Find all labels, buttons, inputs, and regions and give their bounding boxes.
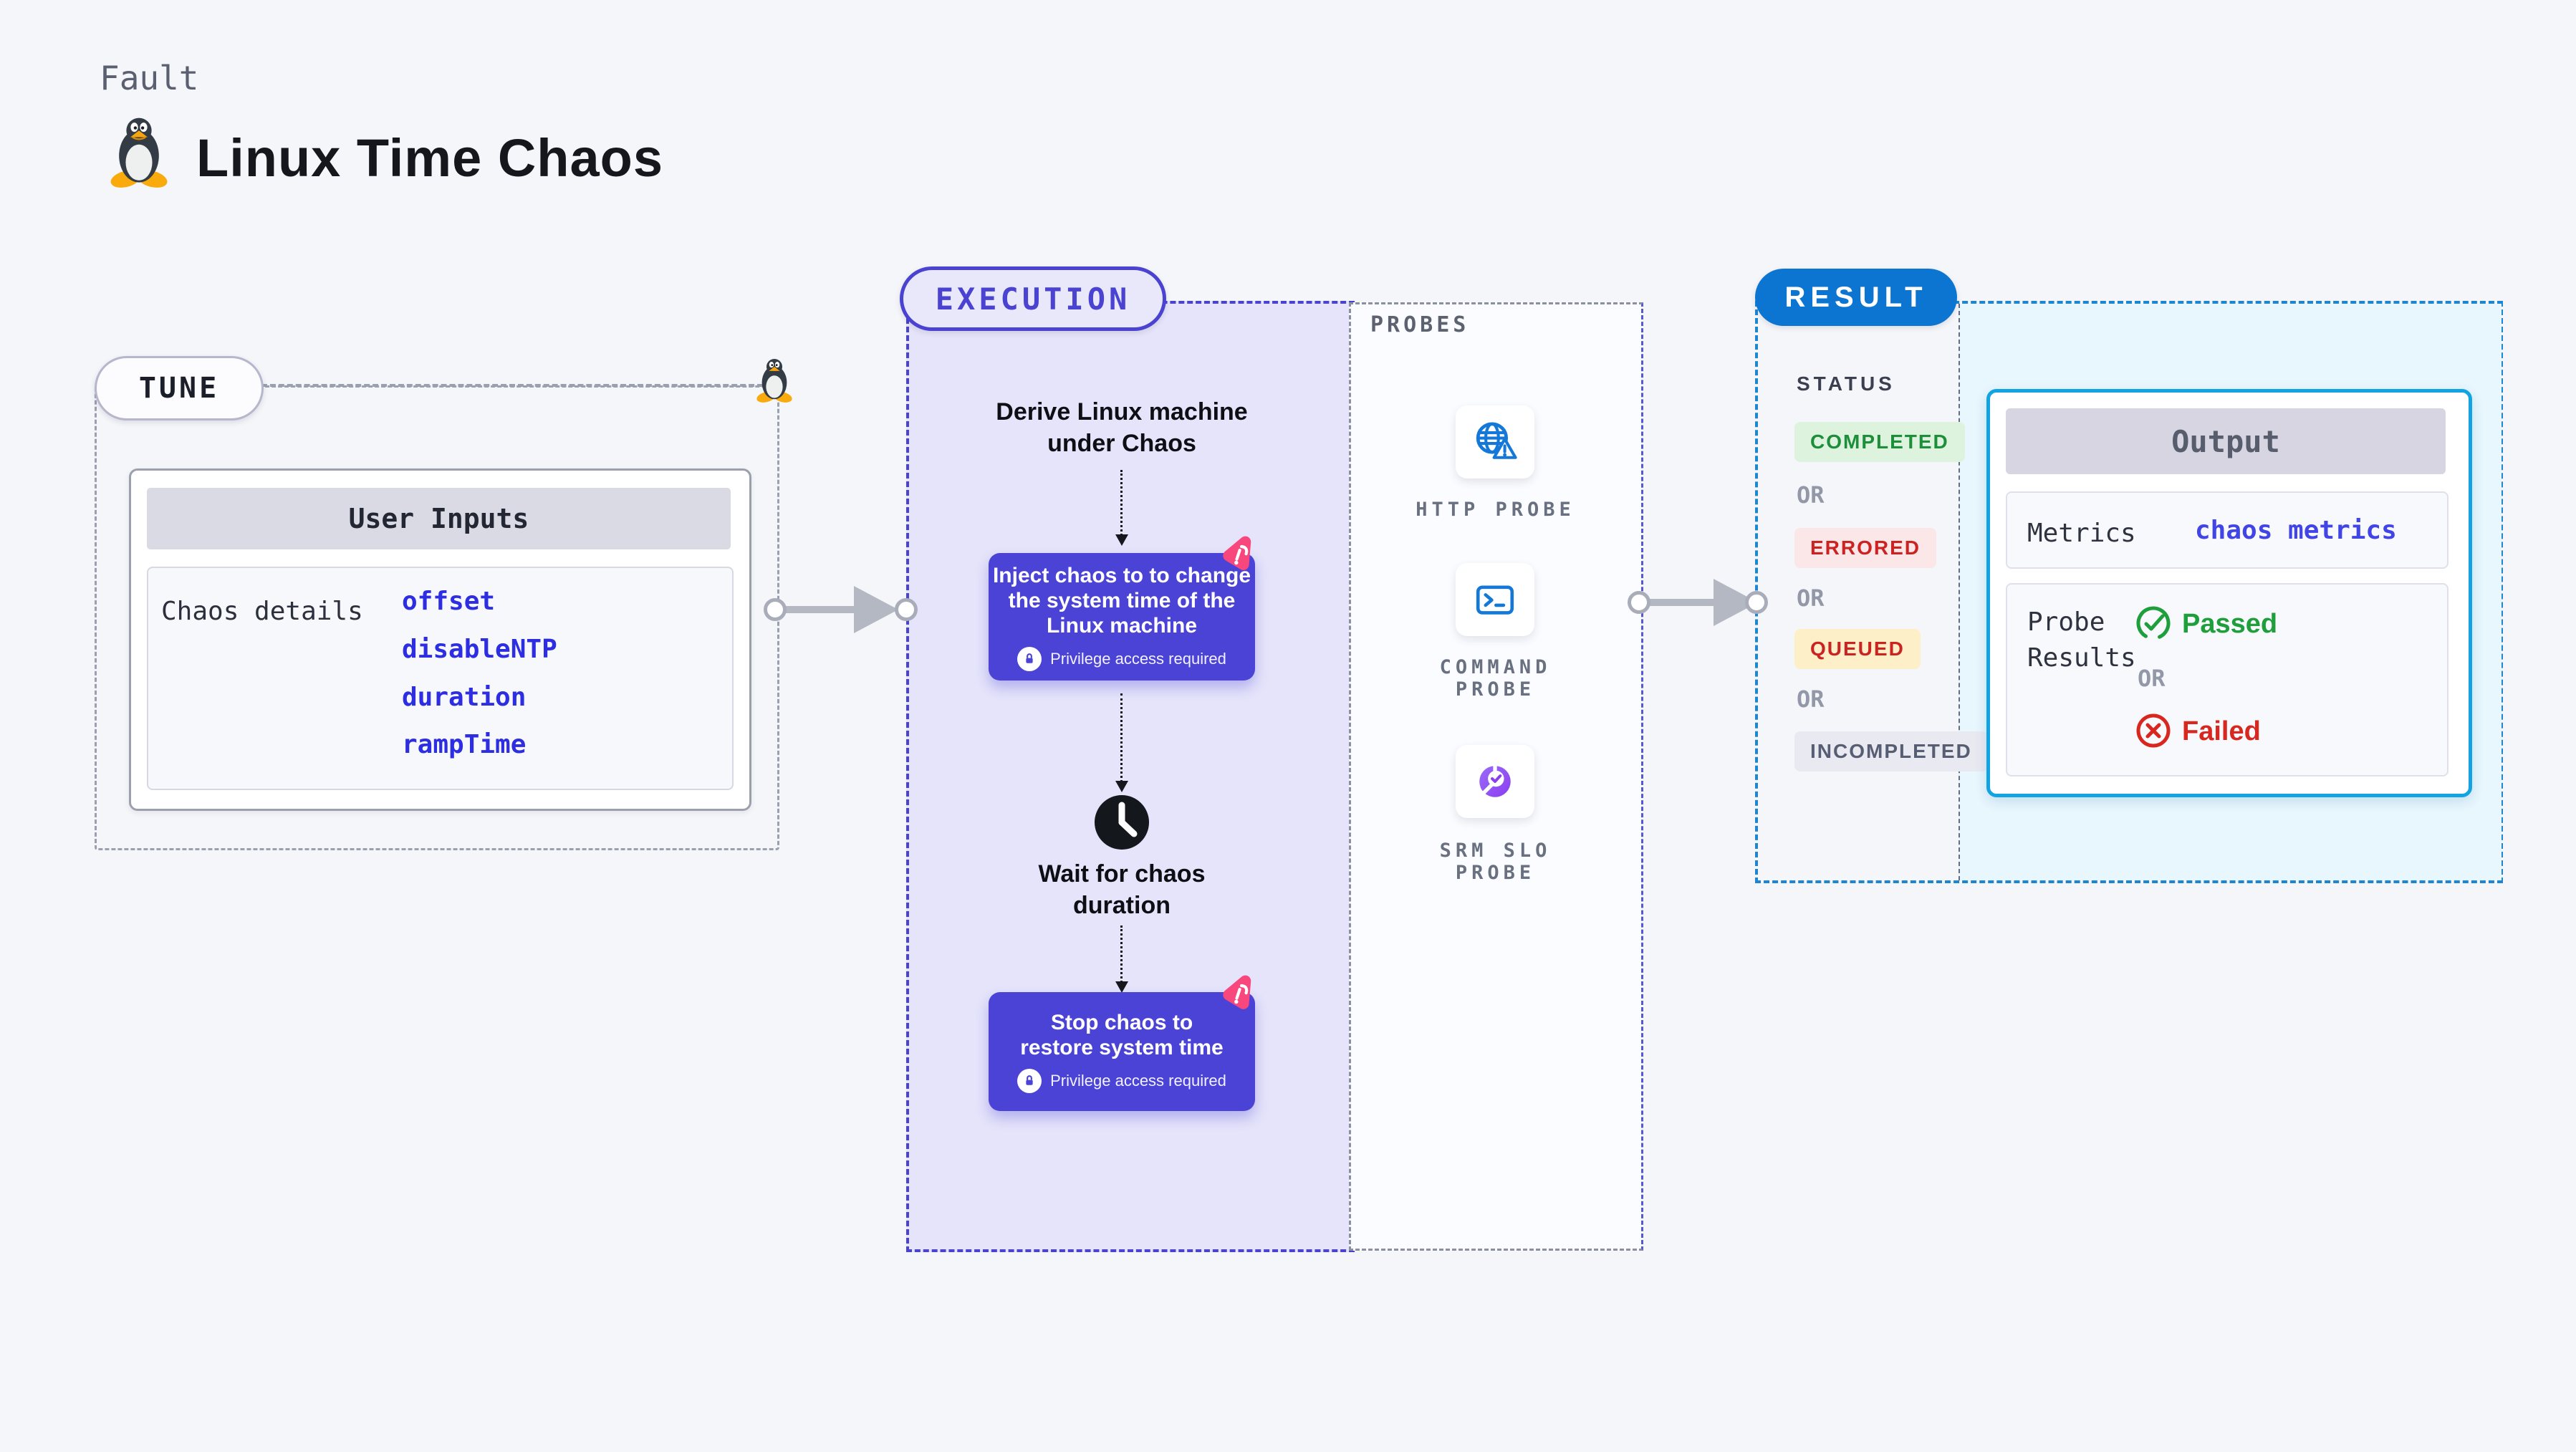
metrics-value: chaos metrics bbox=[2195, 516, 2397, 545]
arrow-tune-end-dot bbox=[895, 598, 918, 621]
srm-slo-probe-card bbox=[1456, 745, 1534, 818]
tune-pill-label: TUNE bbox=[138, 372, 220, 405]
flow-arrow-3 bbox=[1120, 925, 1123, 983]
fault-kicker: Fault bbox=[100, 59, 199, 97]
probe-results-label: Probe Results bbox=[2027, 607, 2136, 673]
status-title: STATUS bbox=[1797, 372, 1895, 395]
user-inputs-body bbox=[147, 567, 734, 790]
or-label-3: OR bbox=[1797, 686, 1825, 713]
or-label-1: OR bbox=[1797, 481, 1825, 509]
probes-title: PROBES bbox=[1370, 312, 1470, 337]
chaos-experiment-badge-icon bbox=[1223, 536, 1251, 570]
arrow-tune-execution-head bbox=[854, 586, 898, 633]
wait-step-text: Wait for chaos duration bbox=[1038, 860, 1206, 919]
srm-slo-probe-label: SRM SLO PROBE bbox=[1439, 840, 1552, 884]
slo-pie-check-icon bbox=[1479, 763, 1511, 797]
execution-pill-label: EXECUTION bbox=[935, 281, 1131, 317]
user-inputs-header: User Inputs bbox=[147, 488, 731, 549]
execution-pill: EXECUTION bbox=[900, 266, 1166, 331]
terminal-icon bbox=[1476, 585, 1514, 615]
failed-label: Failed bbox=[2182, 716, 2261, 746]
arrow-tune-start-dot bbox=[764, 598, 787, 621]
status-badge-queued: QUEUED bbox=[1794, 629, 1921, 669]
or-label-output: OR bbox=[2138, 665, 2166, 692]
param-disablentp: disableNTP bbox=[402, 635, 557, 664]
arrow-probes-result-line bbox=[1646, 599, 1721, 606]
http-probe-label: HTTP PROBE bbox=[1416, 499, 1575, 521]
stop-chaos-step: Stop chaos to restore system time Privil… bbox=[989, 992, 1255, 1111]
passed-check-icon bbox=[2136, 606, 2171, 640]
clock-icon bbox=[1095, 795, 1149, 850]
status-badge-completed: COMPLETED bbox=[1794, 422, 1965, 462]
tux-penguin-small-icon bbox=[756, 359, 792, 403]
http-probe-card bbox=[1456, 405, 1534, 479]
output-title: Output bbox=[2171, 423, 2280, 459]
derive-step-text: Derive Linux machine under Chaos bbox=[996, 398, 1248, 457]
flow-arrow-1-head bbox=[1115, 534, 1128, 546]
tune-connector-line bbox=[261, 384, 763, 387]
tux-penguin-icon bbox=[110, 117, 168, 188]
flow-arrow-2-head bbox=[1115, 781, 1128, 792]
failed-x-icon bbox=[2136, 713, 2171, 748]
passed-label: Passed bbox=[2182, 609, 2278, 639]
privilege-row: Privilege access required bbox=[1017, 646, 1226, 671]
or-label-2: OR bbox=[1797, 585, 1825, 612]
chaos-details-label: Chaos details bbox=[161, 597, 363, 626]
globe-warning-icon bbox=[1476, 422, 1517, 459]
probe-results-row: Probe Results Passed OR Failed bbox=[2006, 583, 2448, 777]
command-probe-label: COMMAND PROBE bbox=[1439, 656, 1552, 701]
metrics-label: Metrics bbox=[2027, 519, 2136, 548]
chaos-experiment-badge-icon-2 bbox=[1223, 975, 1251, 1009]
privilege-label-2: Privilege access required bbox=[1050, 1072, 1226, 1090]
inject-chaos-step: Inject chaos to to change the system tim… bbox=[989, 553, 1255, 681]
user-inputs-title: User Inputs bbox=[348, 503, 529, 534]
page-title: Linux Time Chaos bbox=[196, 128, 663, 188]
command-probe-card bbox=[1456, 563, 1534, 636]
privilege-label: Privilege access required bbox=[1050, 649, 1226, 668]
flow-arrow-2 bbox=[1120, 693, 1123, 782]
arrow-tune-execution-line bbox=[781, 606, 861, 613]
param-ramptime: rampTime bbox=[402, 730, 527, 759]
privilege-row-2: Privilege access required bbox=[1017, 1069, 1226, 1093]
result-pill-label: RESULT bbox=[1784, 281, 1928, 313]
flow-arrow-3-head bbox=[1115, 981, 1128, 993]
output-header: Output bbox=[2006, 408, 2446, 474]
output-card: Output Metrics chaos metrics Probe Resul… bbox=[1986, 389, 2472, 797]
arrow-result-start-dot bbox=[1628, 591, 1650, 614]
param-duration: duration bbox=[402, 683, 527, 712]
param-offset: offset bbox=[402, 587, 496, 616]
user-inputs-card: User Inputs Chaos details offset disable… bbox=[129, 468, 751, 811]
tune-pill: TUNE bbox=[95, 356, 264, 420]
flow-arrow-1 bbox=[1120, 470, 1123, 536]
result-pill: RESULT bbox=[1755, 269, 1957, 326]
lock-icon bbox=[1017, 646, 1042, 671]
arrow-result-end-dot bbox=[1745, 591, 1768, 614]
lock-icon-2 bbox=[1017, 1069, 1042, 1093]
status-badge-incompleted: INCOMPLETED bbox=[1794, 731, 1988, 771]
metrics-row: Metrics chaos metrics bbox=[2006, 491, 2448, 569]
status-badge-errored: ERRORED bbox=[1794, 528, 1937, 568]
